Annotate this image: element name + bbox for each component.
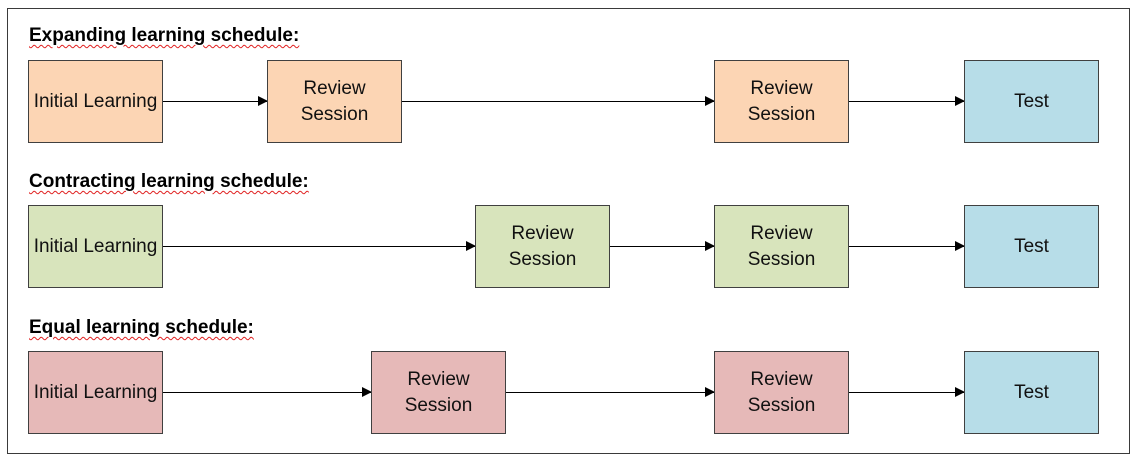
expanding-arrow-2 xyxy=(402,96,715,106)
contracting-initial-learning-box: Initial Learning xyxy=(28,205,163,288)
equal-schedule-title: Equal learning schedule: xyxy=(29,317,254,338)
box-label: Review Session xyxy=(300,77,369,125)
expanding-test-box: Test xyxy=(964,60,1099,143)
box-label: Test xyxy=(1014,235,1049,257)
box-label: Test xyxy=(1014,90,1049,112)
expanding-review-session-1-box: Review Session xyxy=(267,60,402,143)
expanding-arrow-1 xyxy=(163,96,268,106)
contracting-arrow-2 xyxy=(610,241,715,251)
equal-review-session-1-box: Review Session xyxy=(371,351,506,434)
box-label: Initial Learning xyxy=(33,235,158,257)
equal-test-box: Test xyxy=(964,351,1099,434)
equal-arrow-1 xyxy=(163,387,372,397)
expanding-initial-learning-box: Initial Learning xyxy=(28,60,163,143)
box-label: Review Session xyxy=(508,222,577,270)
box-label: Review Session xyxy=(747,77,816,125)
box-label: Review Session xyxy=(747,222,816,270)
equal-initial-learning-box: Initial Learning xyxy=(28,351,163,434)
box-label: Review Session xyxy=(404,368,473,416)
contracting-arrow-1 xyxy=(163,241,476,251)
contracting-arrow-3 xyxy=(849,241,965,251)
contracting-review-session-1-box: Review Session xyxy=(475,205,610,288)
contracting-review-session-2-box: Review Session xyxy=(714,205,849,288)
box-label: Review Session xyxy=(747,368,816,416)
box-label: Initial Learning xyxy=(33,381,158,403)
box-label: Initial Learning xyxy=(33,90,158,112)
expanding-review-session-2-box: Review Session xyxy=(714,60,849,143)
contracting-schedule-title: Contracting learning schedule: xyxy=(29,171,309,192)
expanding-schedule-title: Expanding learning schedule: xyxy=(29,25,300,46)
equal-arrow-3 xyxy=(849,387,965,397)
box-label: Test xyxy=(1014,381,1049,403)
expanding-arrow-3 xyxy=(849,96,965,106)
equal-arrow-2 xyxy=(506,387,715,397)
equal-review-session-2-box: Review Session xyxy=(714,351,849,434)
contracting-test-box: Test xyxy=(964,205,1099,288)
